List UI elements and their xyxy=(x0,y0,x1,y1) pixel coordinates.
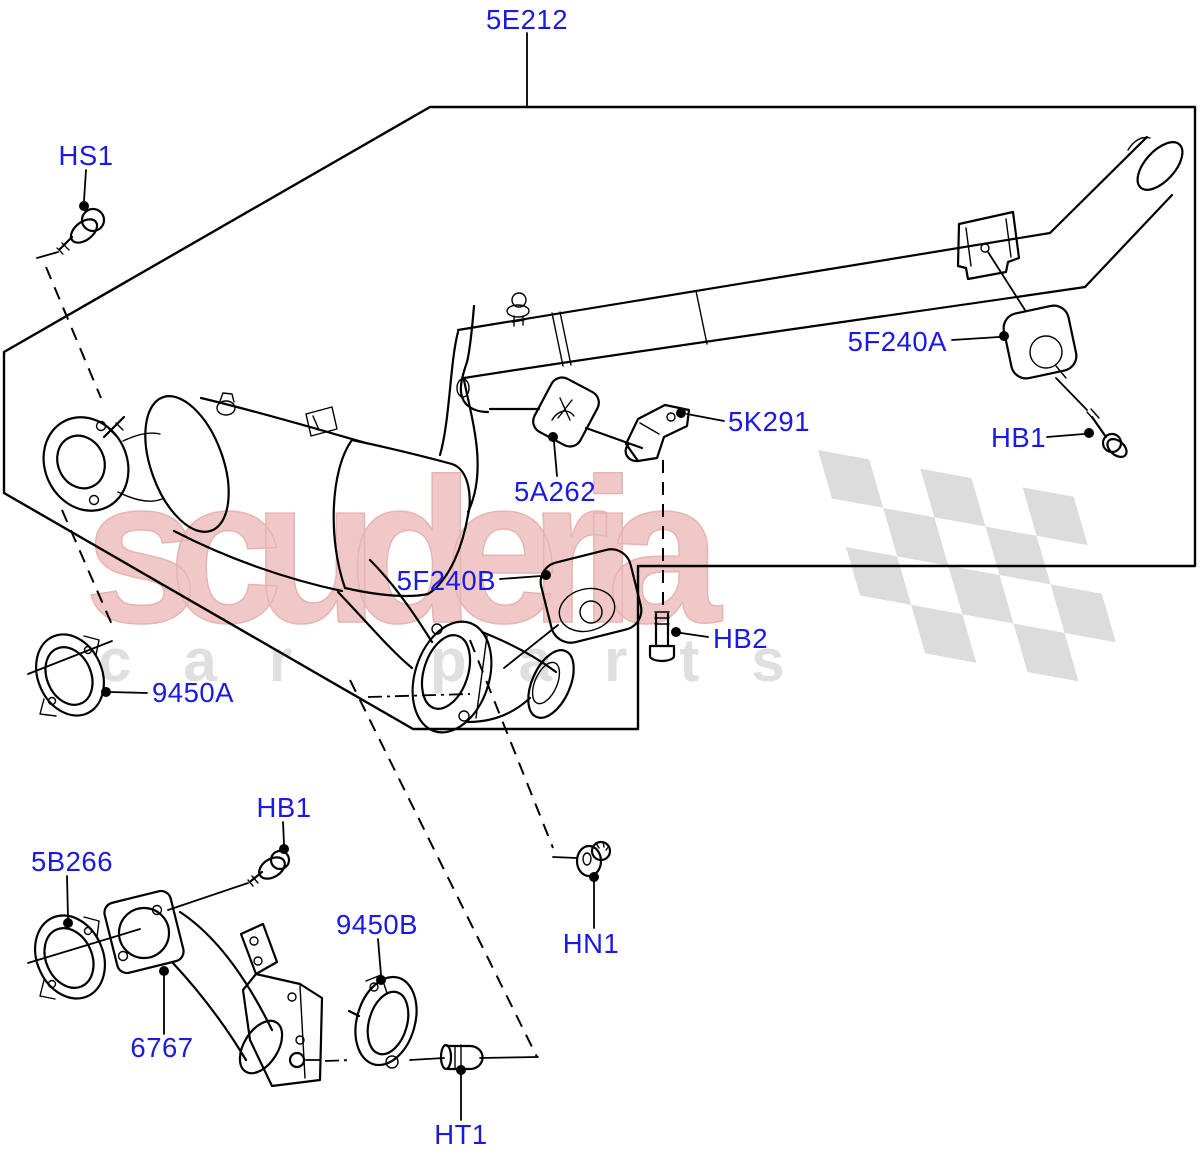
bracket-5k291-drawing xyxy=(624,403,691,463)
part-label-5b266[interactable]: 5B266 xyxy=(31,846,113,877)
mount-5f240a-drawing xyxy=(1002,304,1088,411)
part-label-9450a[interactable]: 9450A xyxy=(152,677,234,708)
assembly-outline-box xyxy=(2,105,1197,731)
ht1-fitting-drawing xyxy=(439,1043,484,1071)
hs1-bolt-drawing xyxy=(36,207,106,259)
part-label-5a262[interactable]: 5A262 xyxy=(514,476,596,507)
part-label-hs1[interactable]: HS1 xyxy=(59,140,114,171)
front-pipe-catalyst-drawing xyxy=(42,135,1184,734)
part-label-6767[interactable]: 6767 xyxy=(130,1032,193,1063)
part-label-hb1-lower[interactable]: HB1 xyxy=(257,792,312,823)
part-label-5k291[interactable]: 5K291 xyxy=(728,406,810,437)
elbow-pipe-6767-drawing xyxy=(27,889,324,1088)
mount-5f240b-drawing xyxy=(503,548,643,669)
watermark-brand-text: scuderia xyxy=(84,436,723,666)
part-label-9450b[interactable]: 9450B xyxy=(336,909,418,940)
alignment-dashed-lines xyxy=(45,266,664,1062)
gasket-9450b-drawing xyxy=(347,974,418,1069)
gasket-5b266-drawing xyxy=(34,914,106,1000)
part-label-5e212[interactable]: 5E212 xyxy=(486,4,568,35)
hb2-bolt-drawing xyxy=(648,611,676,663)
part-label-hn1[interactable]: HN1 xyxy=(563,928,620,959)
gasket-9450a-drawing xyxy=(27,633,113,717)
hn1-nut-drawing xyxy=(575,840,612,878)
watermark: scuderia car parts xyxy=(83,435,1116,694)
part-label-hb1-right[interactable]: HB1 xyxy=(991,422,1046,453)
hb1-lower-bolt-drawing xyxy=(167,849,291,911)
tail-bracket-drawing xyxy=(956,210,1026,311)
part-label-hb2[interactable]: HB2 xyxy=(713,623,768,654)
part-labels: 5E212 HS1 5F240A HB1 5K291 5A262 5F240B … xyxy=(31,4,1046,1150)
watermark-word-car: car xyxy=(98,627,344,694)
hb1-right-bolt-drawing xyxy=(1086,408,1128,458)
leader-lines xyxy=(63,32,1094,1121)
part-label-5f240b[interactable]: 5F240B xyxy=(397,565,496,596)
part-label-5f240a[interactable]: 5F240A xyxy=(848,326,947,357)
part-label-ht1[interactable]: HT1 xyxy=(434,1119,487,1150)
watermark-checkered-flag-icon xyxy=(818,450,1116,682)
